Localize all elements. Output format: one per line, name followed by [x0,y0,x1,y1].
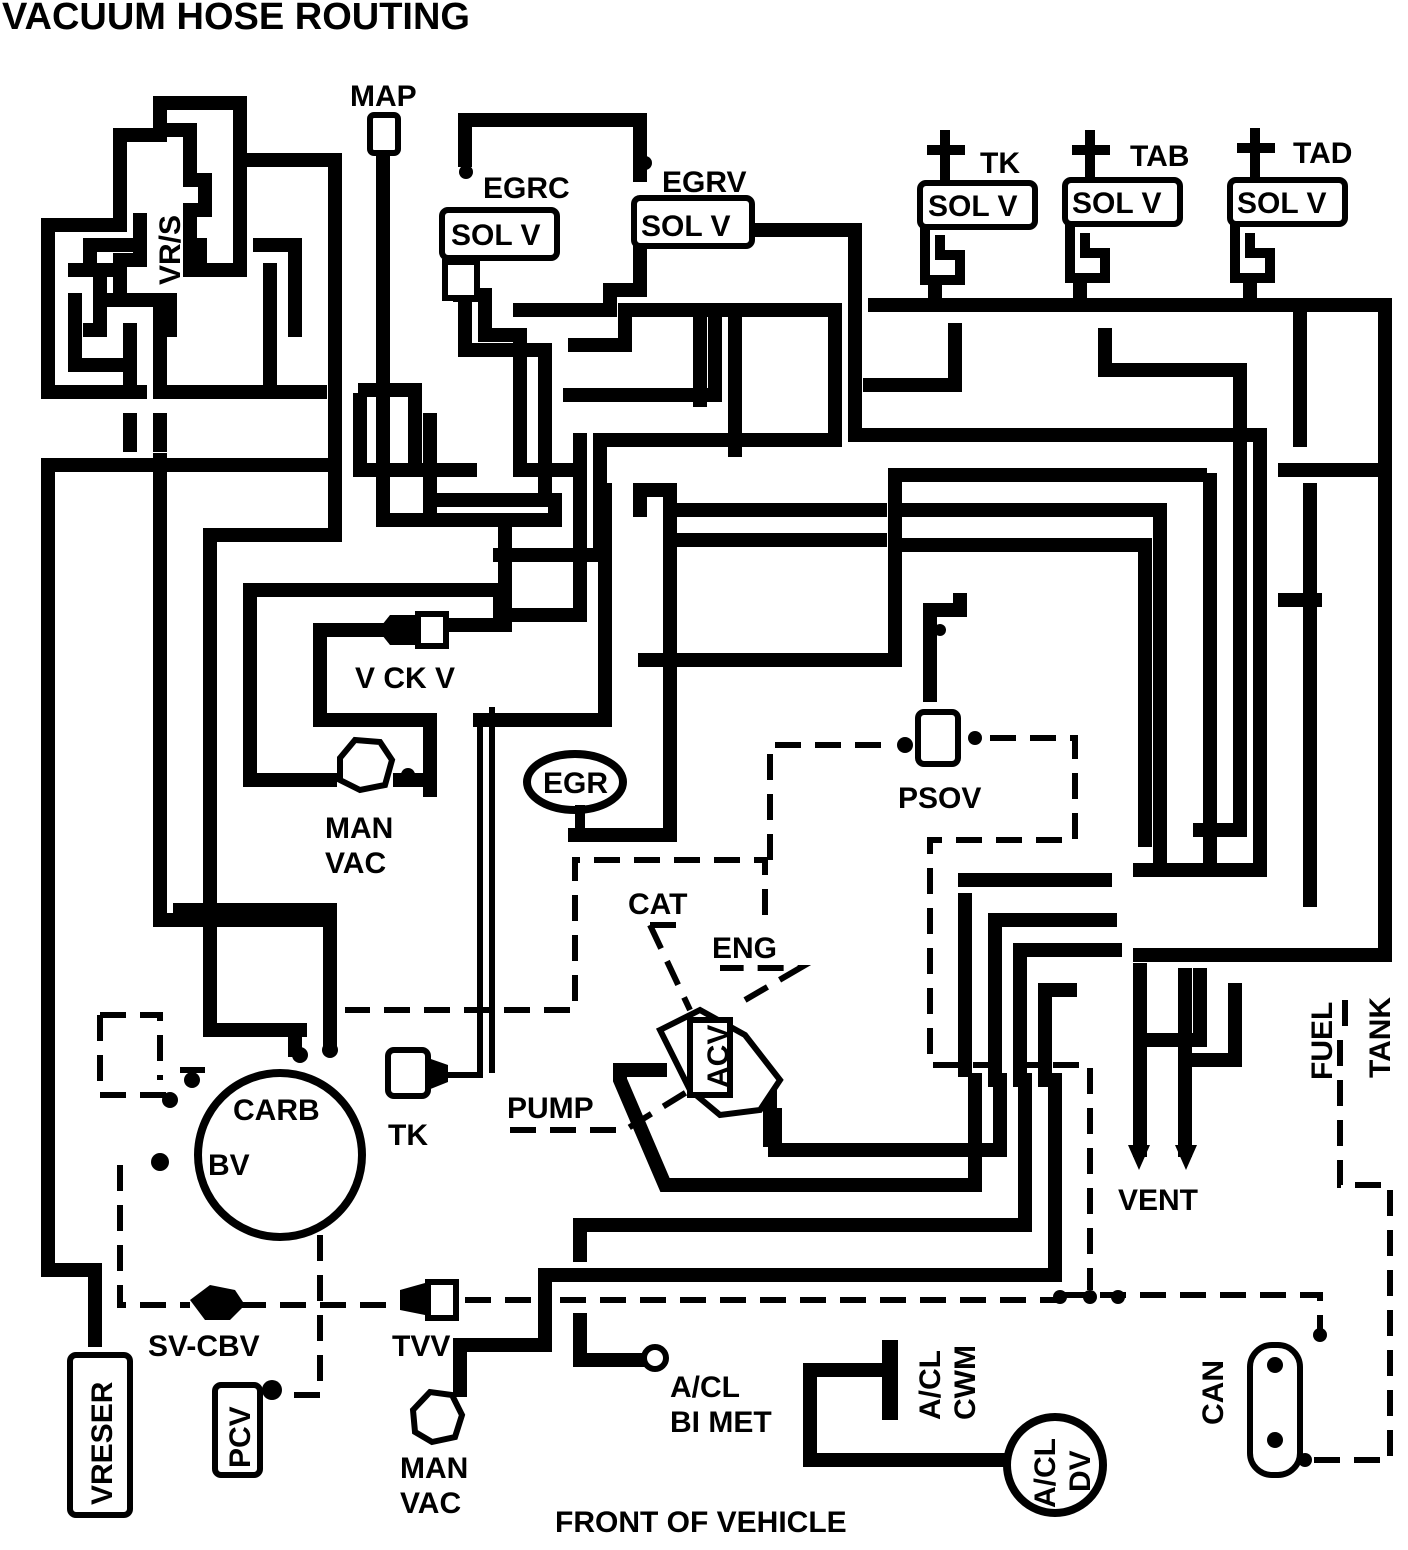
tk-lower: TK [385,1047,448,1152]
bv-label: BV [208,1149,250,1182]
vrs-label: VR/S [154,215,187,285]
sv-cbv-valve: SV-CBV [148,1285,260,1363]
map-sensor: MAP [350,80,417,156]
carburetor: CARB BV [151,1042,366,1241]
tvv-valve: TVV [392,1279,459,1363]
psov-label: PSOV [898,782,981,815]
pcv-valve: PCV [212,1380,282,1478]
sol-v-egrc-label: SOL V [451,219,540,252]
v-ck-v-label: V CK V [355,662,455,695]
man-vac-upper-label-1: MAN [325,812,393,845]
vrs-component: VR/S [154,215,187,285]
sol-v-tab-label: SOL V [1072,187,1161,220]
front-of-vehicle-label: FRONT OF VEHICLE [555,1506,847,1539]
man-vac-upper-label-2: VAC [325,847,386,880]
egrc-sol-v: SOL V EGRC [439,165,570,301]
man-vac-lower-label-1: MAN [400,1452,468,1485]
junction-dots [934,332,1327,1467]
sol-v-tad-label: SOL V [1237,187,1326,220]
can-label: CAN [1197,1360,1230,1425]
canister: CAN [1197,1342,1303,1478]
tad-sol-v: SOL V TAD [1227,128,1352,283]
sv-cbv-label: SV-CBV [148,1330,260,1363]
man-vac-lower-label-2: VAC [400,1487,461,1520]
tk-top-label: TK [980,147,1020,180]
man-vac-upper: MAN VAC [325,736,415,880]
acv-label: ACV [702,1025,735,1088]
egr-label: EGR [543,767,608,800]
pcv-label: PCV [224,1406,257,1468]
vreser: VRESER [67,1352,133,1518]
sol-v-tk-label: SOL V [928,190,1017,223]
vacuum-hoses [41,96,1392,1467]
acl-dv: A/CL DV [1003,1413,1107,1517]
psov-valve: PSOV [897,709,982,815]
acl-dv-label-2: DV [1064,1450,1097,1492]
v-ck-v-valve: V CK V [355,611,455,695]
tab-label: TAB [1130,140,1189,173]
vent: VENT [1118,1145,1198,1217]
acl-bimet-label-2: BI MET [670,1406,772,1439]
man-vac-lower: MAN VAC [400,1388,468,1520]
egrv-sol-v: SOL V EGRV [631,156,755,249]
tk-sol-v: SOL V TK [917,130,1038,285]
diagram-title: VACUUM HOSE ROUTING [2,0,470,38]
fuel-tank-label: FUEL TANK [1306,997,1397,1080]
acl-cwm-label-2: CWM [949,1345,982,1420]
acl-cwm-label-1: A/CL [914,1350,947,1420]
sol-v-egrv-label: SOL V [641,210,730,243]
egrc-label: EGRC [483,172,570,205]
eng-label: ENG [712,932,777,965]
tk-lower-label: TK [388,1119,428,1152]
acv-valve: ACV CAT ENG PUMP [507,888,784,1125]
pump-label: PUMP [507,1092,594,1125]
cat-label: CAT [628,888,687,921]
vreser-label: VRESER [86,1381,119,1505]
carb-label: CARB [233,1094,320,1127]
acl-bimet: A/CL BI MET [641,1344,772,1439]
egr-valve: EGR [523,750,627,840]
tank-label: TANK [1364,997,1397,1078]
dashed-hoses [97,735,1393,1463]
fuel-label: FUEL [1306,1002,1339,1080]
acl-bimet-label-1: A/CL [670,1371,740,1404]
map-label: MAP [350,80,417,113]
acl-cwm: A/CL CWM [882,1340,982,1420]
vent-label: VENT [1118,1184,1198,1217]
tvv-label: TVV [392,1330,450,1363]
acl-dv-label-1: A/CL [1029,1438,1062,1508]
tab-sol-v: SOL V TAB [1062,130,1189,283]
tad-label: TAD [1293,137,1352,170]
egrv-label: EGRV [662,166,746,199]
